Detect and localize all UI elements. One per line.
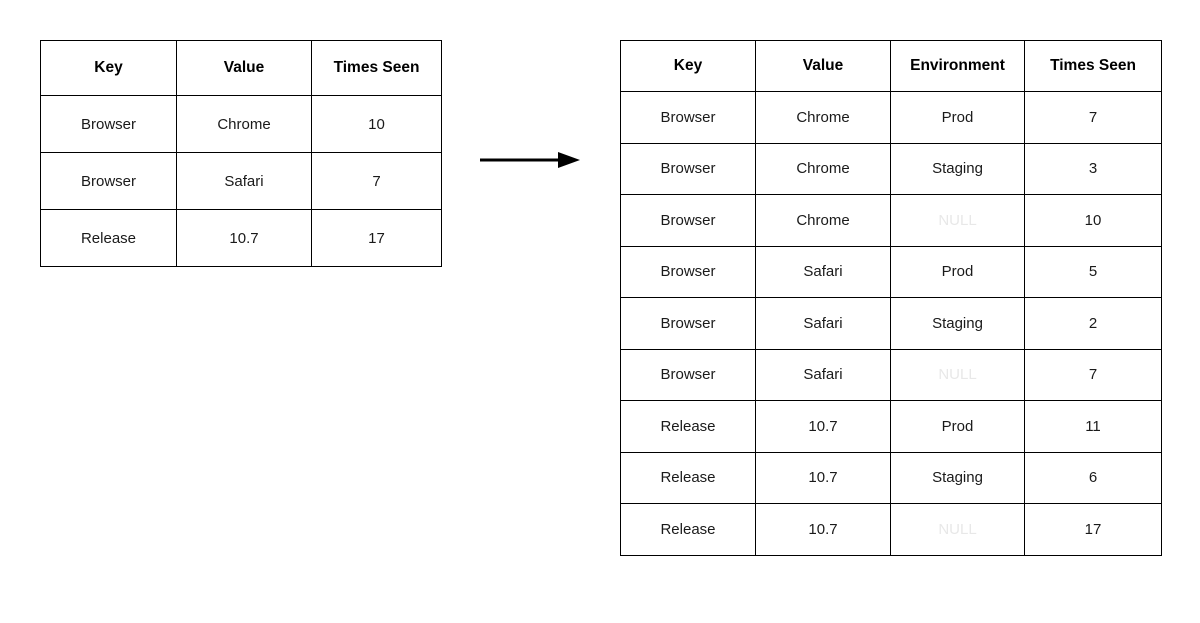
table-cell: Safari xyxy=(176,152,312,210)
table-cell: Safari xyxy=(755,297,891,350)
null-cell: NULL xyxy=(890,503,1025,556)
table-cell: Release xyxy=(620,451,756,504)
table-cell: 7 xyxy=(311,152,442,210)
table-cell: 10.7 xyxy=(755,503,891,556)
table-cell: Browser xyxy=(620,91,756,144)
table-cell: 10 xyxy=(311,95,442,153)
table-cell: Browser xyxy=(620,297,756,350)
table-cell: 17 xyxy=(311,209,442,267)
column-header: Times Seen xyxy=(311,40,442,96)
table-cell: Prod xyxy=(890,400,1025,453)
column-header: Value xyxy=(176,40,312,96)
column-header: Key xyxy=(620,40,756,92)
table-cell: Safari xyxy=(755,348,891,401)
table-cell: 7 xyxy=(1024,348,1162,401)
table-cell: 5 xyxy=(1024,245,1162,298)
table-cell: Browser xyxy=(40,95,177,153)
table-cell: Staging xyxy=(890,297,1025,350)
table-cell: Staging xyxy=(890,142,1025,195)
table-cell: Chrome xyxy=(755,142,891,195)
arrow-right-icon xyxy=(480,152,580,168)
table-cell: Release xyxy=(40,209,177,267)
table-cell: Chrome xyxy=(755,194,891,247)
table-cell: 11 xyxy=(1024,400,1162,453)
table-cell: 10.7 xyxy=(176,209,312,267)
table-cell: 6 xyxy=(1024,451,1162,504)
table-cell: Browser xyxy=(620,142,756,195)
table-cell: Browser xyxy=(620,194,756,247)
column-header: Times Seen xyxy=(1024,40,1162,92)
table-cell: Safari xyxy=(755,245,891,298)
table-cell: 3 xyxy=(1024,142,1162,195)
table-cell: 17 xyxy=(1024,503,1162,556)
table-cell: Chrome xyxy=(755,91,891,144)
table-cell: 10 xyxy=(1024,194,1162,247)
table-cell: Prod xyxy=(890,91,1025,144)
table-cell: 10.7 xyxy=(755,400,891,453)
table-cell: Prod xyxy=(890,245,1025,298)
column-header: Environment xyxy=(890,40,1025,92)
table-cell: Browser xyxy=(40,152,177,210)
table-cell: Chrome xyxy=(176,95,312,153)
table-cell: Browser xyxy=(620,245,756,298)
null-cell: NULL xyxy=(890,194,1025,247)
column-header: Key xyxy=(40,40,177,96)
table-cell: 7 xyxy=(1024,91,1162,144)
table-cell: 10.7 xyxy=(755,451,891,504)
column-header: Value xyxy=(755,40,891,92)
table-cell: 2 xyxy=(1024,297,1162,350)
table-cell: Staging xyxy=(890,451,1025,504)
table-cell: Release xyxy=(620,400,756,453)
table-cell: Release xyxy=(620,503,756,556)
null-cell: NULL xyxy=(890,348,1025,401)
table-cell: Browser xyxy=(620,348,756,401)
